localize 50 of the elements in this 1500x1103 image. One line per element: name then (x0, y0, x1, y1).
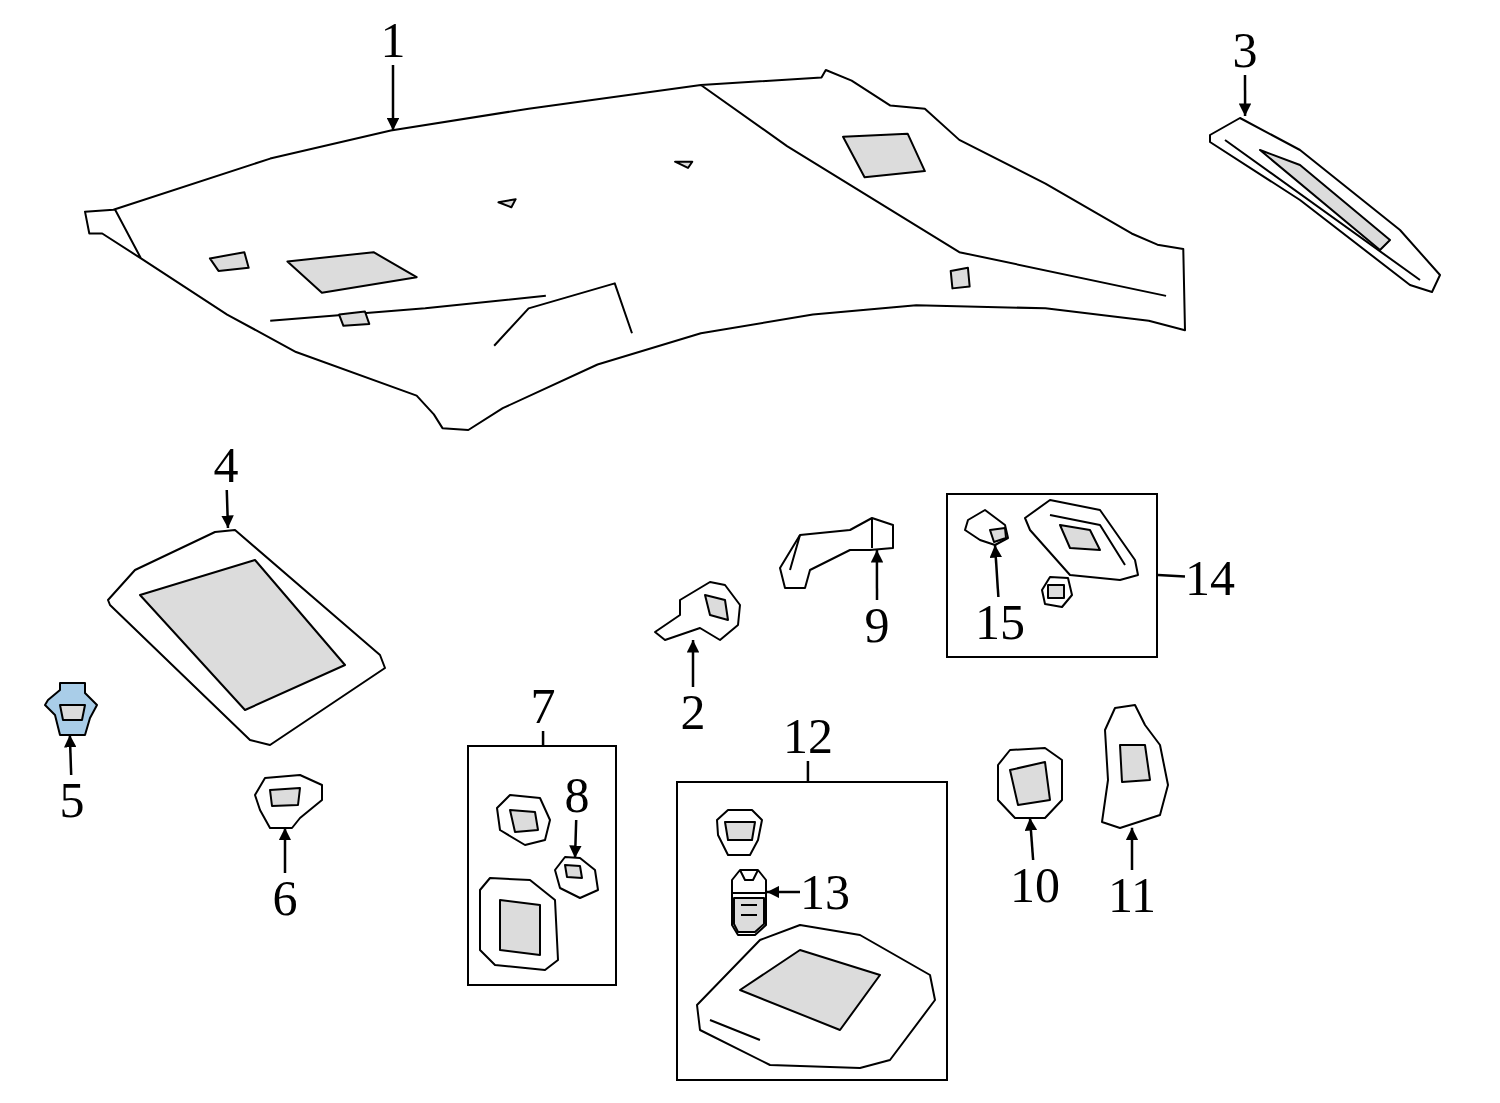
callout-number: 5 (59, 775, 85, 825)
leader-line (541, 731, 545, 745)
callout-number: 10 (1010, 860, 1060, 910)
callout-number: 2 (680, 687, 706, 737)
callout-number: 1 (380, 15, 406, 65)
grab-handle-drawing (778, 516, 894, 590)
leader-arrow (766, 885, 800, 899)
callout-number: 8 (564, 770, 590, 820)
leader-arrow (989, 545, 1003, 598)
lamp-lens-drawing (1023, 499, 1140, 582)
leader-arrow (1125, 827, 1139, 870)
callout-number: 11 (1107, 870, 1157, 920)
callout-number: 12 (783, 711, 833, 761)
leader-arrow (386, 65, 400, 131)
leader-arrow (870, 550, 884, 600)
bulb-drawing (731, 869, 768, 936)
bulb-drawing (554, 856, 599, 899)
callout-number: 13 (800, 867, 850, 917)
callout-number: 4 (213, 440, 239, 490)
bulb-drawing (964, 509, 1010, 547)
group-frame (676, 781, 948, 1081)
socket-drawing (1040, 576, 1074, 609)
callout-number: 6 (272, 873, 298, 923)
leader-arrow (64, 734, 77, 776)
lamp-housing-drawing (479, 877, 559, 971)
leader-line (1157, 573, 1186, 578)
group-frame (467, 745, 617, 986)
leader-arrow (278, 827, 292, 873)
leader-arrow (569, 819, 582, 859)
leader-line (806, 761, 810, 781)
leader-arrow (221, 489, 234, 529)
leader-arrow (1024, 817, 1038, 861)
sun-visor-drawing (106, 528, 387, 747)
clip-drawing (716, 809, 763, 856)
callout-number: 3 (1232, 25, 1258, 75)
trim-cover-drawing (997, 747, 1063, 819)
group-frame (946, 493, 1158, 658)
bracket-drawing (653, 580, 741, 642)
socket-drawing (496, 794, 552, 846)
clip-drawing (252, 774, 324, 829)
callout-number: 15 (975, 597, 1025, 647)
clip-drawing (44, 682, 99, 736)
callout-number: 9 (864, 600, 890, 650)
dome-lamp-drawing (696, 924, 936, 1069)
trim-panel-drawing (1101, 704, 1169, 829)
callout-number: 7 (530, 681, 556, 731)
headliner-drawing (85, 70, 1185, 430)
leader-arrow (686, 640, 700, 687)
leader-arrow (1238, 75, 1252, 116)
callout-number: 14 (1185, 553, 1235, 603)
